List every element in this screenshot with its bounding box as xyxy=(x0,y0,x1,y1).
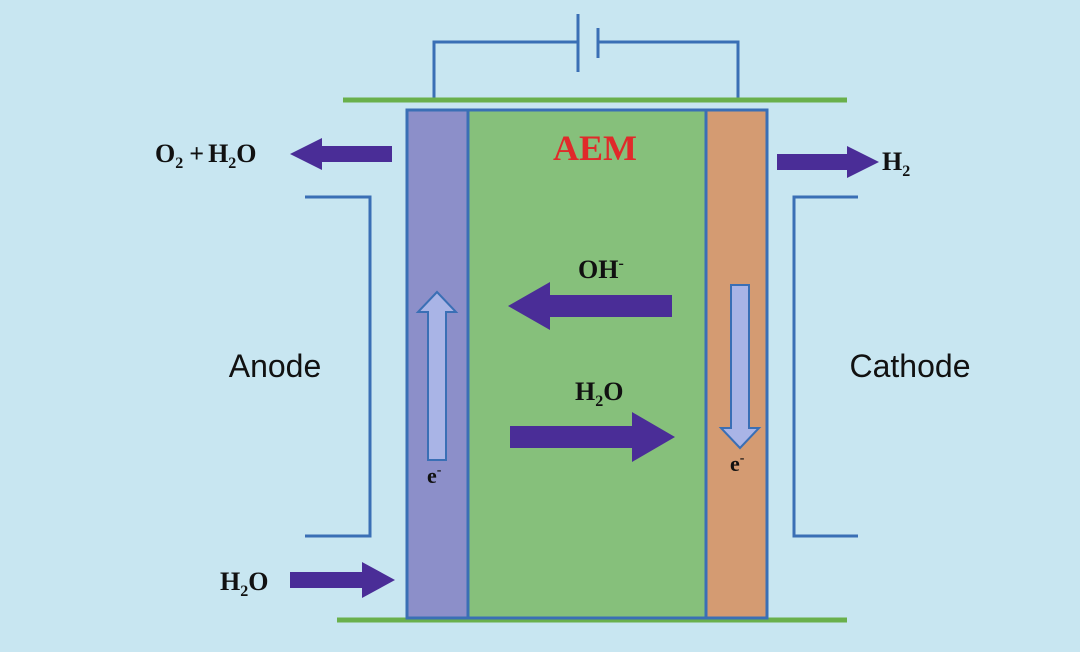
cathode-outlet-label: H2 xyxy=(882,147,910,180)
cathode-outlet-arrow xyxy=(777,146,879,178)
anode-electron-label: e- xyxy=(427,463,442,488)
battery-circuit xyxy=(432,14,740,100)
circuit-wire-right xyxy=(598,40,740,100)
water-label: H2O xyxy=(575,377,623,410)
anode-outlet-label: O2+H2O xyxy=(155,139,257,172)
anode-inlet-label: H2O xyxy=(220,567,268,600)
water-transport-arrow xyxy=(510,412,675,462)
cell-outline xyxy=(405,108,769,620)
anode-outlet-arrow xyxy=(290,138,392,170)
hydroxide-label: OH- xyxy=(578,255,624,284)
cathode-electron-label: e- xyxy=(730,451,745,476)
cathode-electron-arrow xyxy=(718,284,762,450)
anode-bracket xyxy=(305,195,372,538)
anode-electron-arrow xyxy=(415,290,459,461)
cathode-bracket xyxy=(792,195,858,538)
cathode-label: Cathode xyxy=(850,348,971,384)
membrane-label: AEM xyxy=(553,128,637,168)
hydroxide-arrow xyxy=(508,282,672,330)
membrane xyxy=(468,110,706,618)
circuit-wire-left xyxy=(432,40,578,100)
anode-label: Anode xyxy=(229,348,322,384)
anode-inlet-arrow xyxy=(290,562,395,598)
